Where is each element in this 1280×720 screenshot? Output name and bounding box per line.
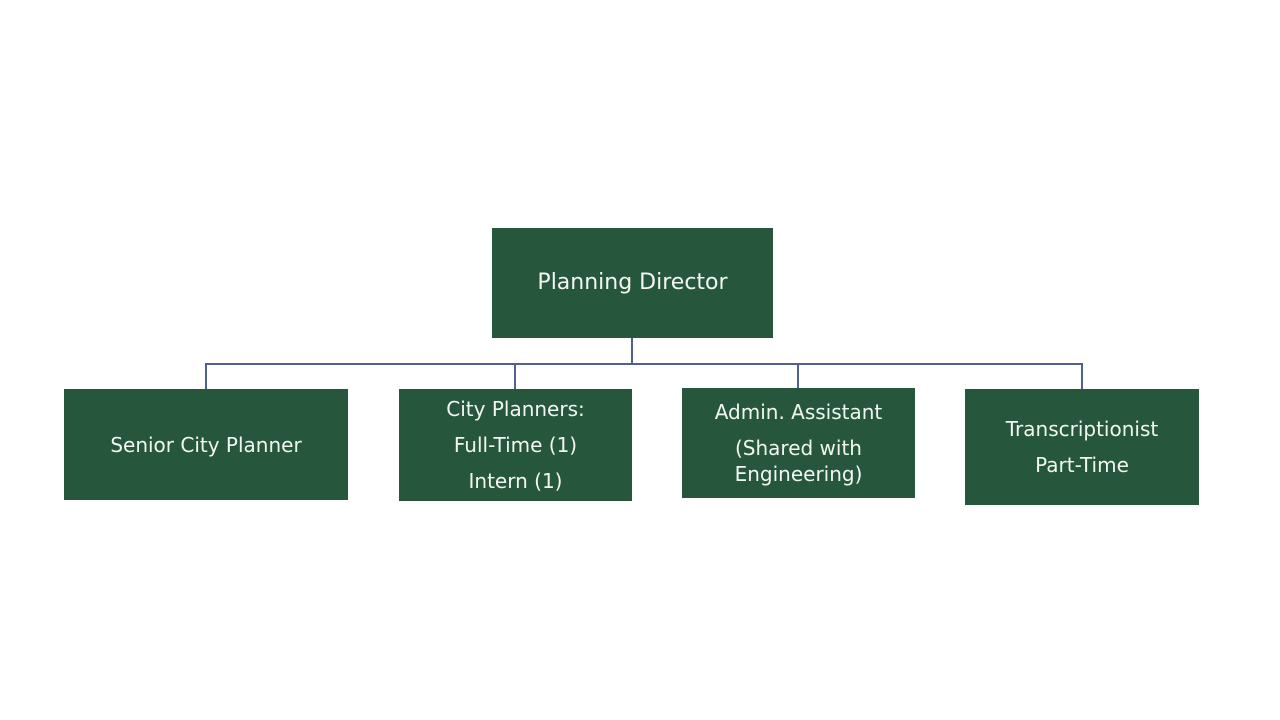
- org-node-transcriptionist: Transcriptionist Part-Time: [965, 389, 1199, 505]
- connector-root-stem: [631, 338, 633, 363]
- connector-horizontal-bus: [205, 363, 1082, 365]
- org-node-planning-director: Planning Director: [492, 228, 773, 338]
- org-node-label: Planning Director: [537, 270, 728, 295]
- org-node-label: Admin. Assistant: [714, 400, 883, 424]
- connector-drop-senior-city-planner: [205, 363, 207, 389]
- org-node-label: Full-Time (1): [453, 433, 578, 457]
- connector-drop-admin-assistant: [797, 363, 799, 388]
- org-node-label: Part-Time: [1035, 453, 1129, 477]
- org-node-label: Senior City Planner: [110, 432, 302, 457]
- org-node-admin-assistant: Admin. Assistant (Shared with Engineerin…: [682, 388, 915, 498]
- org-node-label: Intern (1): [468, 469, 563, 493]
- org-node-label: City Planners:: [446, 397, 585, 421]
- org-node-label: (Shared with Engineering): [734, 436, 863, 486]
- connector-drop-transcriptionist: [1081, 363, 1083, 389]
- org-node-senior-city-planner: Senior City Planner: [64, 389, 348, 500]
- org-node-label: Transcriptionist: [1005, 417, 1159, 441]
- connector-drop-city-planners: [514, 363, 516, 389]
- org-node-city-planners: City Planners: Full-Time (1) Intern (1): [399, 389, 632, 501]
